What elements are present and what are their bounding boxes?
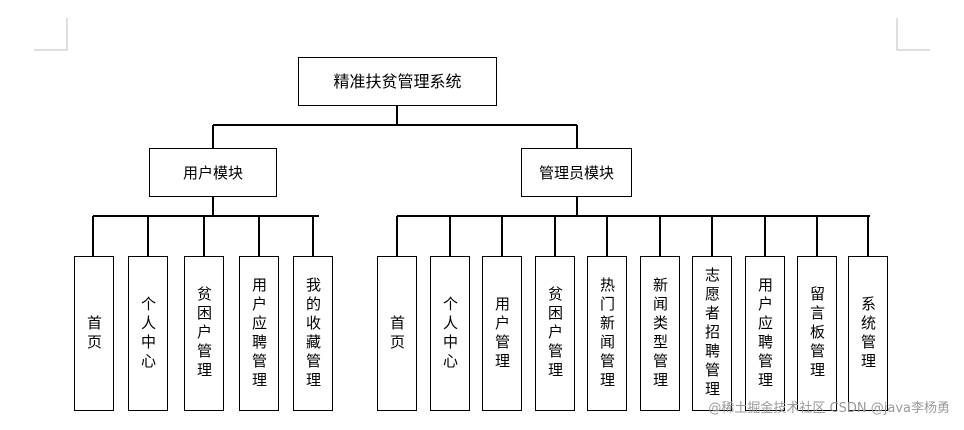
user-leaf-node: 我的收藏管理: [293, 256, 333, 411]
watermark-text: @稀土掘金技术社区 CSDN @java李杨勇: [708, 401, 950, 416]
admin-leaf-node: 用户应聘管理: [745, 256, 785, 411]
tree-connectors: [92, 106, 870, 256]
user-leaf-node: 用户应聘管理: [239, 256, 279, 411]
user-leaf-node: 贫困户管理: [184, 256, 224, 411]
module-node-admin: 管理员模块: [521, 148, 632, 197]
user-leaf-node: 首页: [74, 256, 114, 411]
admin-leaf-node: 首页: [377, 256, 417, 411]
page-corner-marks: [34, 18, 930, 51]
admin-leaf-node: 贫困户管理: [535, 256, 575, 411]
admin-leaf-node: 个人中心: [430, 256, 470, 411]
admin-leaf-node: 用户管理: [482, 256, 522, 411]
admin-leaf-node: 留言板管理: [797, 256, 837, 411]
admin-leaf-node: 志愿者招聘管理: [692, 256, 732, 411]
user-leaf-node: 个人中心: [128, 256, 168, 411]
root-node-title: 精准扶贫管理系统: [298, 57, 497, 106]
admin-leaf-node: 热门新闻管理: [587, 256, 627, 411]
module-node-user: 用户模块: [149, 148, 277, 197]
admin-leaf-node: 新闻类型管理: [640, 256, 680, 411]
admin-leaf-node: 系统管理: [848, 256, 888, 411]
